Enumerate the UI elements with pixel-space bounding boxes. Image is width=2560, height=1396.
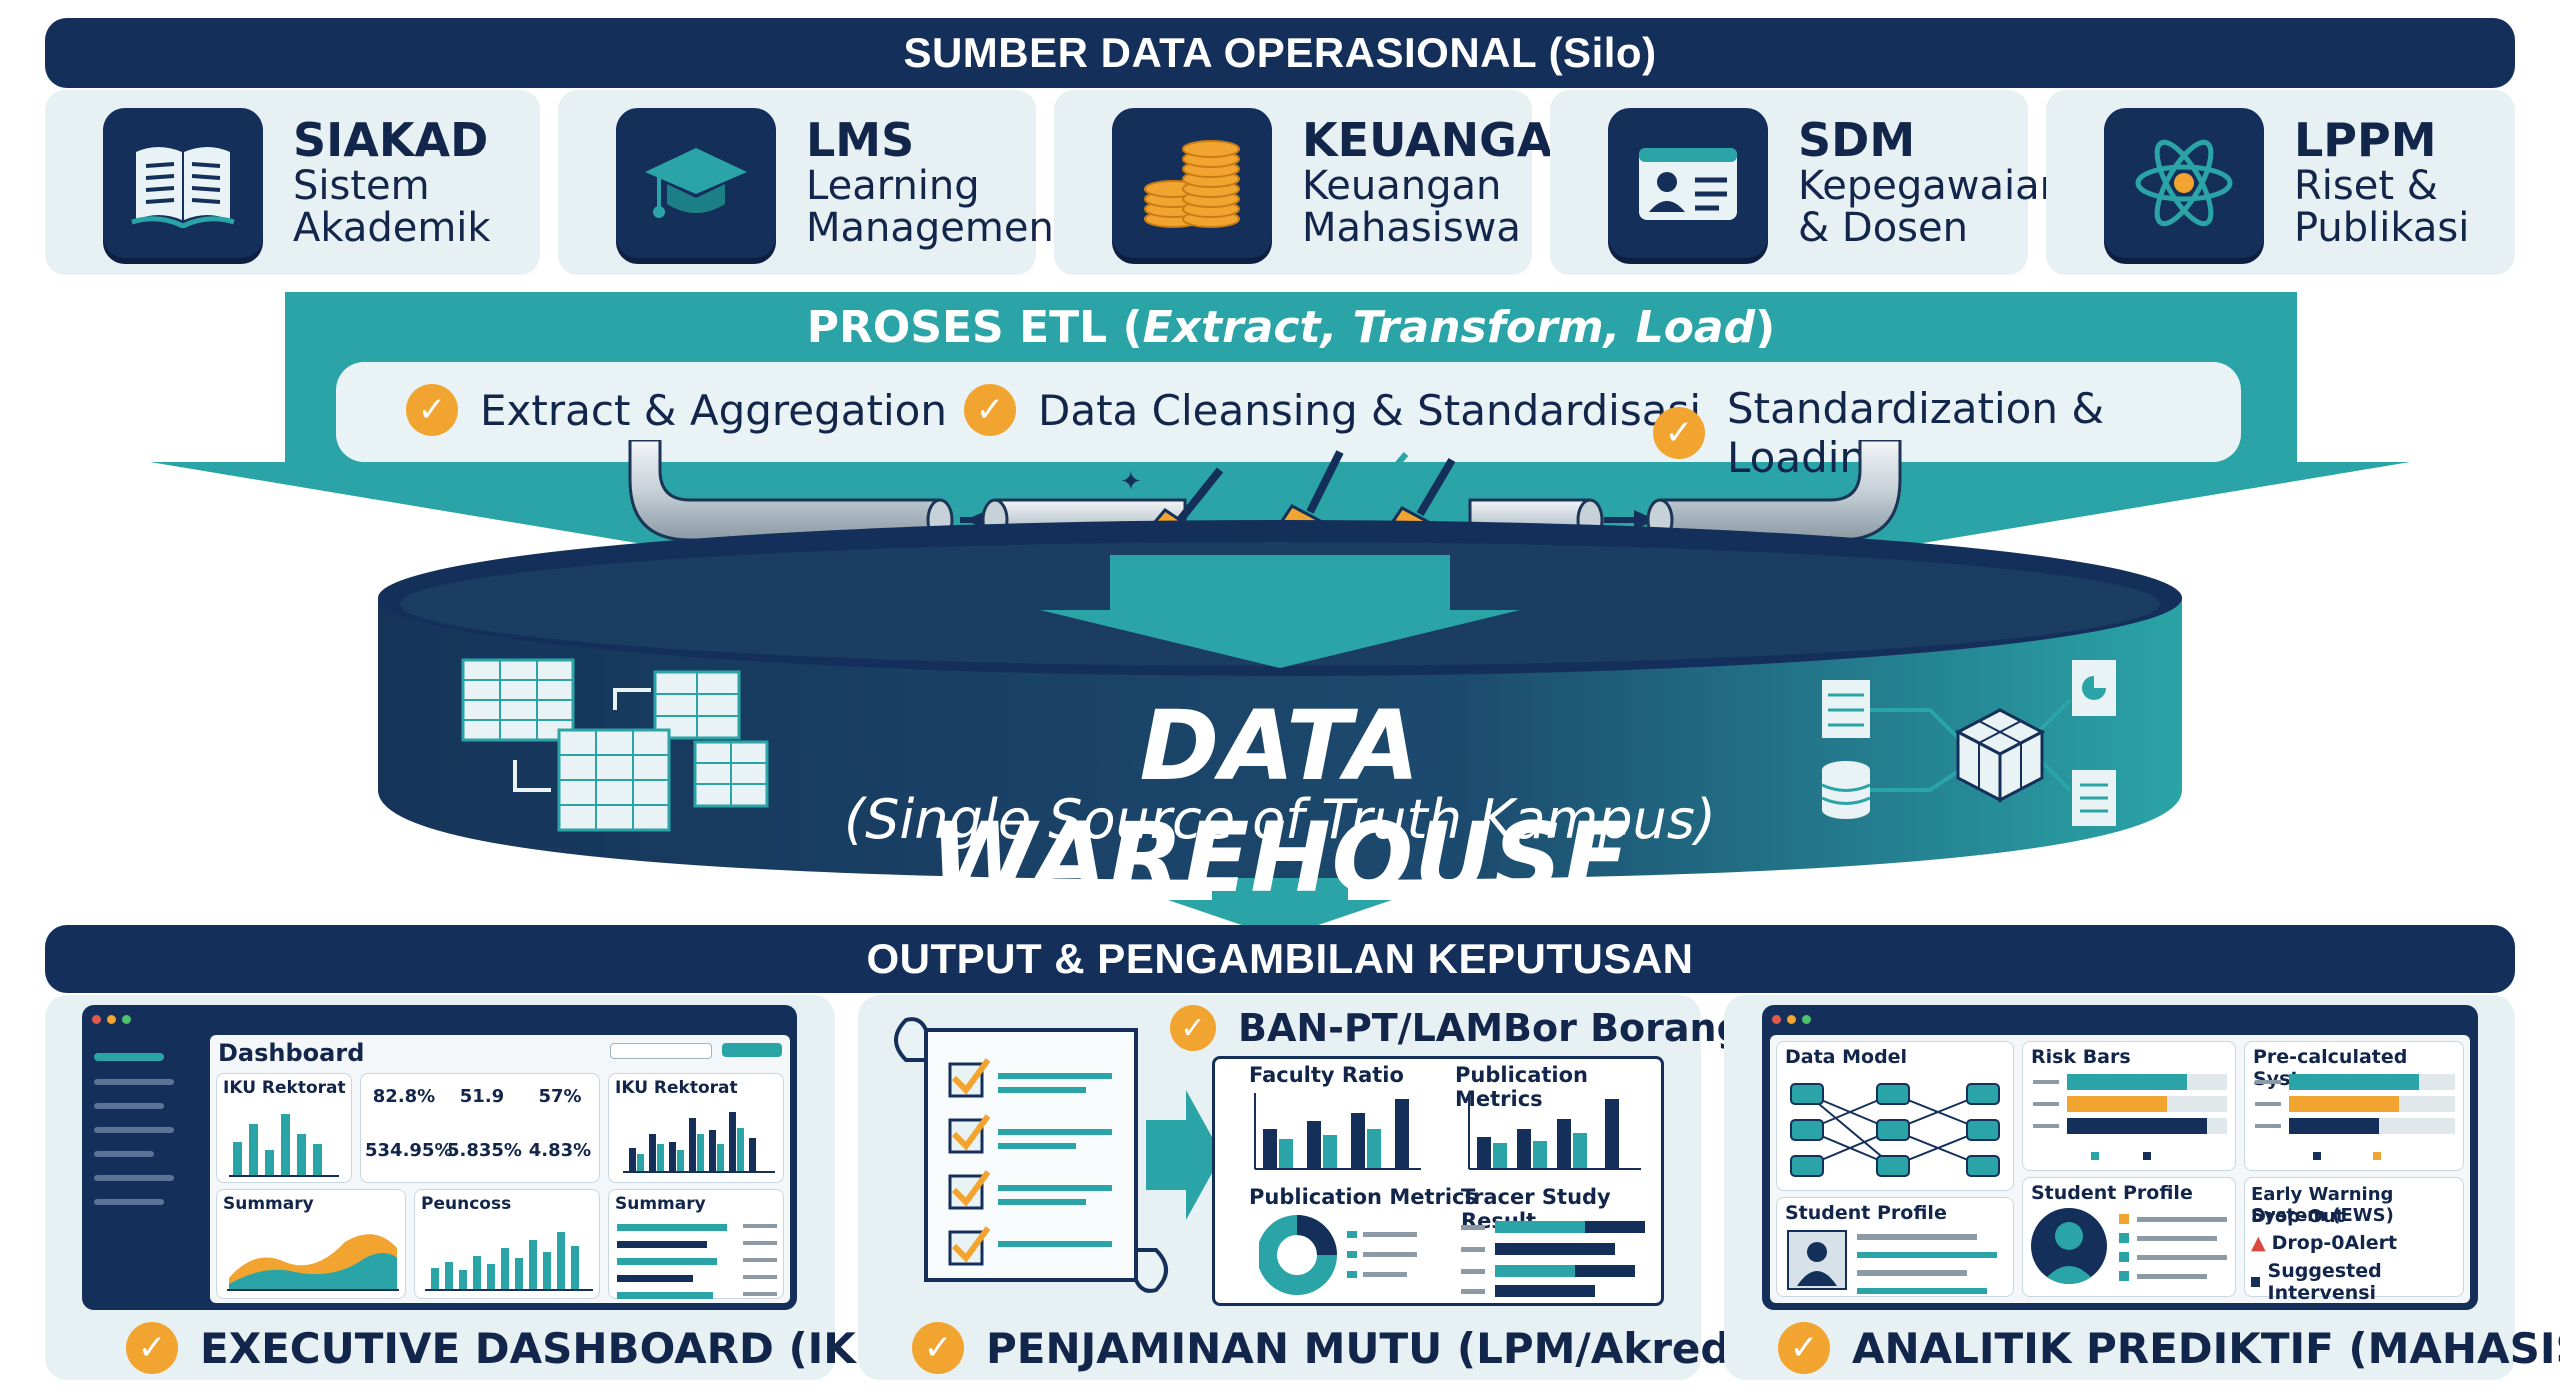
suggested-intervention: Suggested Intervensi <box>2251 1260 2463 1304</box>
check-icon: ✓ <box>1653 407 1705 459</box>
data-model-panel: Data Model <box>1776 1041 2014 1191</box>
executive-dashboard-mockup: Dashboard IKU Rektorat 82.8% 51.9 57% 53… <box>82 1005 797 1310</box>
dashboard-title: Dashboard <box>218 1039 365 1067</box>
faculty-ratio-chart <box>1254 1093 1421 1170</box>
source-card-lms: LMS Learning Management <box>558 90 1070 275</box>
kpi-value: 534.95% <box>365 1140 453 1161</box>
checklist-scroll-icon <box>894 1017 1222 1293</box>
source-subtitle: Keuangan Mahasiswa <box>1302 162 1521 251</box>
source-subtitle: Sistem Akademik <box>293 162 491 251</box>
check-icon: ✓ <box>1778 1322 1830 1374</box>
check-icon: ✓ <box>964 384 1016 436</box>
svg-text:✦: ✦ <box>1120 466 1142 496</box>
source-title: SIAKAD <box>293 113 489 168</box>
book-icon <box>103 107 263 258</box>
bullet-icon <box>2251 1277 2260 1287</box>
source-subtitle: Kepegawaian & Dosen <box>1798 162 2065 251</box>
etl-step-cleansing: ✓ Data Cleansing & Standardisasi <box>964 384 1701 436</box>
atom-icon <box>2104 107 2264 258</box>
precalc-bar-chart <box>2255 1074 2455 1160</box>
table-grid-icon <box>461 658 769 832</box>
sources-banner: SUMBER DATA OPERASIONAL (Silo) <box>45 18 2515 88</box>
warehouse-subtitle: (Single Source of Truth Kampus) <box>844 788 1716 851</box>
source-title: LMS <box>806 113 915 168</box>
warning-icon: ▲ <box>2251 1232 2266 1254</box>
drop-out-alert: ▲ Drop-0Alert <box>2251 1232 2398 1254</box>
process-panel: Peuncoss <box>414 1189 600 1299</box>
check-icon: ✓ <box>912 1322 964 1374</box>
ews-panel: Early Warning System (EWS) Drop-Out ▲ Dr… <box>2244 1177 2464 1304</box>
source-card-siakad: SIAKAD Sistem Akademik <box>45 90 540 275</box>
summary-list-panel: Summary <box>608 1189 784 1299</box>
source-subtitle: Riset & Publikasi <box>2294 162 2470 251</box>
iku-panel: IKU Rektorat <box>216 1073 352 1183</box>
summary-area-chart <box>227 1234 399 1291</box>
svg-text:✦: ✦ <box>1240 456 1262 486</box>
check-icon: ✓ <box>406 384 458 436</box>
source-title: SDM <box>1798 113 1916 168</box>
iku-bar-chart <box>623 1112 775 1173</box>
kpi-value: 51.9 <box>459 1086 505 1107</box>
source-card-keuangan: KEUANGAN Keuangan Mahasiswa <box>1054 90 1591 275</box>
graduation-cap-icon <box>616 107 776 258</box>
coins-icon <box>1112 107 1272 258</box>
predictive-canvas: Data Model Risk Bars <box>1770 1035 2470 1304</box>
accreditation-dashboard: Faculty Ratio Publication Metrics Public… <box>1212 1056 1664 1306</box>
sources-banner-label: SUMBER DATA OPERASIONAL (Silo) <box>903 29 1657 76</box>
risk-bar-chart <box>2033 1074 2227 1160</box>
data-model-graph <box>1790 1083 2000 1177</box>
student-profile-panel-2: Student Profile <box>2022 1177 2236 1297</box>
source-card-sdm: SDM Kepegawaian & Dosen <box>1550 90 2065 275</box>
summary-panel: Summary <box>216 1189 406 1299</box>
iku-panel-2: IKU Rektorat <box>608 1073 784 1183</box>
source-title: LPPM <box>2294 113 2437 168</box>
precalc-panel: Pre-calculated Systems <box>2244 1041 2464 1171</box>
check-icon: ✓ <box>126 1322 178 1374</box>
etl-step-extract: ✓ Extract & Aggregation <box>406 384 947 436</box>
student-profile-panel-1: Student Profile <box>1776 1197 2014 1297</box>
publication-donut-chart <box>1259 1215 1417 1295</box>
kpi-value: 5.835% <box>447 1140 522 1161</box>
kpi-value: 57% <box>538 1086 582 1107</box>
process-bar-chart <box>425 1232 593 1291</box>
tracer-study-chart <box>1461 1221 1645 1297</box>
output-banner-label: OUTPUT & PENGAMBILAN KEPUTUSAN <box>866 935 1694 982</box>
id-card-icon <box>1608 107 1768 258</box>
check-icon: ✓ <box>1170 1005 1216 1051</box>
avatar <box>1787 1230 1847 1290</box>
dashboard-canvas: Dashboard IKU Rektorat 82.8% 51.9 57% 53… <box>210 1035 790 1303</box>
output-banner: OUTPUT & PENGAMBILAN KEPUTUSAN <box>45 925 2515 993</box>
source-card-lppm: LPPM Riset & Publikasi <box>2046 90 2515 275</box>
source-subtitle: Learning Management <box>806 162 1070 251</box>
borang-label: ✓ BAN-PT/LAMBor Borang <box>1170 1005 1744 1051</box>
data-cube-network-icon <box>1821 660 2116 826</box>
etl-title: PROSES ETL (Extract, Transform, Load) <box>806 301 1776 353</box>
source-title: KEUANGAN <box>1302 113 1591 168</box>
quality-label: ✓ PENJAMINAN MUTU (LPM/Akreditasi) <box>912 1322 1852 1374</box>
predictive-dashboard-mockup: Data Model Risk Bars <box>1762 1005 2478 1310</box>
risk-bars-panel: Risk Bars <box>2022 1041 2236 1171</box>
iku-bar-chart <box>229 1114 339 1177</box>
executive-label: ✓ EXECUTIVE DASHBOARD (IKU) <box>126 1322 908 1374</box>
avatar <box>2031 1208 2107 1284</box>
kpi-value: 4.83% <box>528 1140 592 1161</box>
publication-metrics-chart <box>1468 1093 1641 1170</box>
predictive-label: ✓ ANALITIK PREDIKTIF (MAHASISWA) <box>1778 1322 2560 1374</box>
kpi-panel: 82.8% 51.9 57% 534.95% 5.835% 4.83% <box>360 1073 600 1183</box>
kpi-value: 82.8% <box>372 1086 436 1107</box>
